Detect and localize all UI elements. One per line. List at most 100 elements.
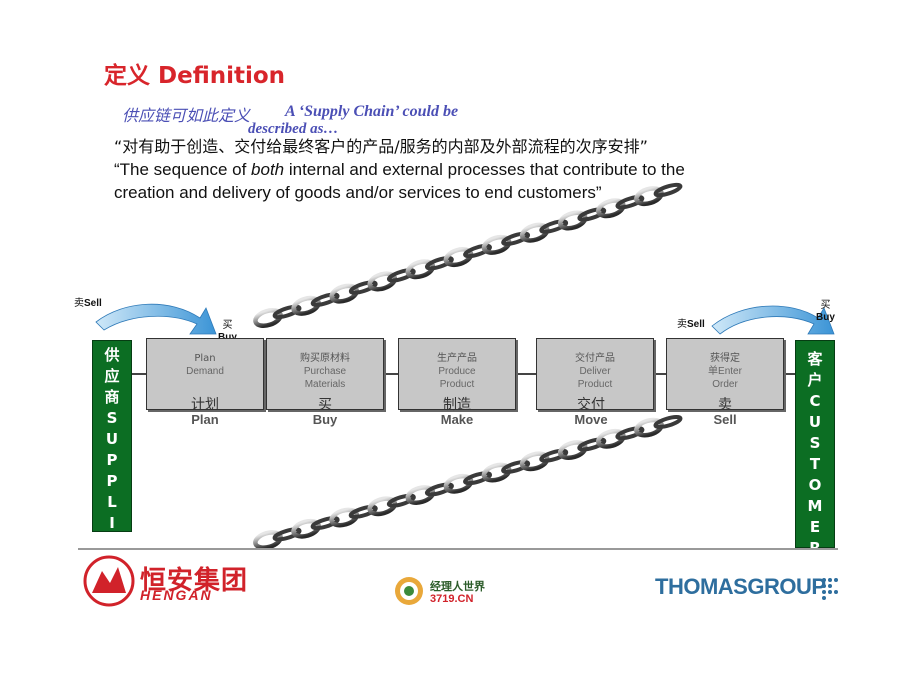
jlrsj-en-logo-text: 3719.CN xyxy=(430,593,474,605)
chain-link xyxy=(577,207,607,222)
customer-char: U xyxy=(808,413,822,431)
chain-link xyxy=(310,292,340,307)
chain-link xyxy=(348,280,378,295)
process-cn: Plan xyxy=(194,353,216,364)
subtitle-en: A ‘Supply Chain’ could be xyxy=(285,103,459,120)
process-box-make: 生产产品 Produce Product xyxy=(398,338,516,410)
chain-link xyxy=(405,259,436,280)
phase-en-make: Make xyxy=(440,412,474,427)
process-en: Purchase xyxy=(303,366,347,377)
chain-link xyxy=(463,471,493,486)
chain-link xyxy=(348,504,378,519)
definition-en-line1: “The sequence of both internal and exter… xyxy=(114,160,685,180)
jlrsj-cn-logo-text: 经理人世界 xyxy=(430,581,485,593)
jlrsj-globe-icon xyxy=(395,577,423,605)
chain-link xyxy=(463,243,492,259)
process-en: Produce xyxy=(438,366,476,377)
chain-link xyxy=(481,462,512,483)
left-sell-buy-arrow xyxy=(95,303,217,335)
chain-link xyxy=(424,482,454,497)
thomasgroup-logo-text: THOMASGROUP xyxy=(655,574,826,599)
supplier-char: I xyxy=(109,514,115,532)
lower-chain xyxy=(253,415,683,550)
chain-link xyxy=(577,437,607,452)
chain-link xyxy=(539,219,569,234)
chain-link xyxy=(329,507,360,528)
chain-link xyxy=(386,493,416,508)
chain-link xyxy=(291,295,321,316)
chain-link xyxy=(272,527,302,542)
supplier-char: S xyxy=(106,409,118,427)
phase-en-move: Move xyxy=(574,412,608,427)
supplier-char: 商 xyxy=(104,388,120,406)
process-box-move: 交付产品 Deliver Product xyxy=(536,338,654,410)
chain-link xyxy=(596,198,626,219)
connector-line xyxy=(516,373,536,375)
process-en2: Order xyxy=(712,379,738,390)
process-en2: Product xyxy=(577,379,613,390)
process-box-plan: Plan Demand xyxy=(146,338,264,410)
process-cn: 交付产品 xyxy=(575,353,615,364)
phase-cn-buy: 买 xyxy=(318,397,332,413)
definition-en-line1-pre: “The sequence of xyxy=(114,160,252,179)
chain-link xyxy=(310,516,340,531)
subtitle-en-continued: described as… xyxy=(248,121,339,137)
chain-link xyxy=(481,234,512,255)
chain-link xyxy=(253,530,283,550)
definition-cn: “对有助于创造、交付给最终客户的产品/服务的内部及外部流程的次序安排” xyxy=(114,137,648,156)
process-en2: Materials xyxy=(304,379,346,390)
customer-sidebar: 客 户 C U S T O M E R xyxy=(795,340,835,557)
chain-link xyxy=(595,428,626,449)
phase-en-plan: Plan xyxy=(191,412,219,427)
chain-link xyxy=(272,304,302,320)
phase-en-sell: Sell xyxy=(713,412,737,427)
chain-link xyxy=(291,518,321,539)
chain-link xyxy=(443,247,474,268)
phase-en-buy: Buy xyxy=(312,412,338,427)
customer-char: T xyxy=(809,455,821,473)
customer-char: E xyxy=(809,518,821,536)
supplier-char: 供 xyxy=(104,346,120,364)
chain-link xyxy=(539,448,569,463)
process-cn: 生产产品 xyxy=(437,353,477,364)
chain-link xyxy=(386,268,416,283)
chain-link xyxy=(634,417,664,438)
phase-cn-sell: 卖 xyxy=(718,397,732,413)
supplier-char: 应 xyxy=(104,367,120,385)
definition-en-line1-emphasis: both xyxy=(251,160,285,179)
supplier-char: L xyxy=(107,493,117,511)
chain-link xyxy=(615,195,645,210)
hengan-logo-icon xyxy=(83,555,135,607)
chain-link xyxy=(367,496,398,517)
right-sell-label: 卖Sell xyxy=(677,319,705,330)
chain-link xyxy=(519,222,550,243)
process-en: 单Enter xyxy=(708,366,742,377)
chain-link xyxy=(653,415,683,429)
process-cn: 获得定 xyxy=(710,353,740,364)
phase-cn-plan: 计划 xyxy=(191,397,219,413)
page-title: 定义 Definition xyxy=(104,63,286,89)
left-sell-label: 卖Sell xyxy=(74,298,102,309)
chain-link xyxy=(501,231,531,246)
subtitle-cn: 供应链可如此定义 xyxy=(122,106,251,125)
process-box-sell: 获得定 单Enter Order xyxy=(666,338,784,410)
hengan-en-logo-text: HENGAN xyxy=(140,587,213,603)
supplier-char: P xyxy=(106,451,118,469)
right-sell-buy-arrow xyxy=(711,305,835,335)
footer-divider xyxy=(78,548,838,550)
upper-chain xyxy=(253,182,683,329)
supplier-char: P xyxy=(106,472,118,490)
chain-link xyxy=(653,182,683,198)
chain-link xyxy=(501,459,531,474)
customer-char: S xyxy=(809,434,821,452)
chain-link xyxy=(557,440,588,461)
phase-cn-move: 交付 xyxy=(577,397,605,413)
customer-char: 客 xyxy=(807,350,823,368)
process-box-buy: 购买原材料 Purchase Materials xyxy=(266,338,384,410)
customer-char: C xyxy=(809,392,821,410)
chain-link xyxy=(425,255,454,271)
chain-link xyxy=(557,210,588,231)
